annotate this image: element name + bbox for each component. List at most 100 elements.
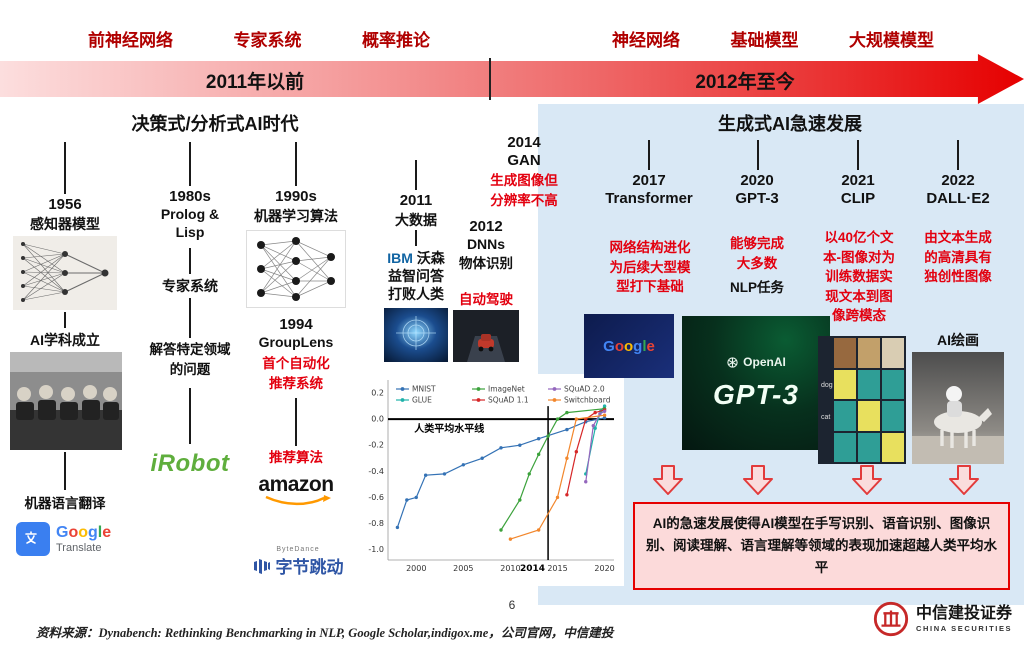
connector-line	[295, 398, 297, 446]
clip-row-label-dog: dog	[821, 382, 833, 389]
svg-text:SQuAD 2.0: SQuAD 2.0	[564, 385, 605, 394]
svg-text:Switchboard: Switchboard	[564, 396, 611, 405]
svg-text:GLUE: GLUE	[412, 396, 432, 405]
bytedance-logo: ByteDance 字节跳动	[238, 546, 358, 578]
gpt3-image: OpenAI GPT-3	[682, 316, 830, 450]
category-foundation: 基础模型	[730, 31, 799, 50]
page-number: 6	[508, 598, 516, 612]
grouplens-desc: 首个自动化推荐系统	[262, 356, 330, 391]
svg-text:0.0: 0.0	[371, 415, 384, 424]
era-right-label: 2012年至今	[695, 72, 795, 93]
down-arrow-icon	[949, 465, 979, 495]
era-left-label: 2011年以前	[205, 72, 305, 93]
gpt3-desc-red: 能够完成大多数	[730, 236, 784, 271]
svg-text:SQuAD 1.1: SQuAD 1.1	[488, 396, 529, 405]
google-translate-product-text: Translate	[56, 541, 102, 554]
google-logo-text: Google	[603, 337, 655, 355]
milestone-year-2020: 2020	[740, 172, 774, 189]
self-driving-car-image	[453, 310, 519, 362]
dartmouth-photo	[10, 352, 122, 450]
svg-text:-1.0: -1.0	[368, 545, 384, 554]
clip-grid-cells	[834, 338, 904, 462]
amazon-smile-icon	[265, 495, 331, 506]
ibm-watson-line: IBM 沃森	[376, 248, 456, 268]
svg-text:MNIST: MNIST	[412, 385, 436, 394]
connector-line	[189, 248, 191, 274]
milestone-big-data: 大数据	[395, 212, 437, 228]
connector-line	[648, 140, 650, 170]
perceptron-image	[13, 236, 117, 310]
watson-beat-humans-text: 打败人类	[388, 286, 444, 302]
gpt3-desc-nlp: NLP任务	[730, 280, 784, 295]
svg-text:-0.8: -0.8	[368, 519, 384, 528]
bytedance-en-text: ByteDance	[276, 546, 320, 553]
summary-box: AI的急速发展使得AI模型在手写识别、语音识别、图像识别、阅读理解、语言理解等领…	[633, 502, 1010, 590]
milestone-name-perceptron: 感知器模型	[30, 216, 100, 232]
milestone-year-2017: 2017	[632, 172, 666, 189]
milestone-year-2022: 2022	[941, 172, 975, 189]
watson-text: 沃森	[416, 250, 445, 266]
google-translate-logo: Google Translate	[16, 522, 128, 556]
down-arrow-icon	[653, 465, 683, 495]
milestone-year-1956: 1956	[48, 196, 82, 213]
svg-text:ImageNet: ImageNet	[488, 385, 525, 394]
connector-line	[295, 142, 297, 186]
left-category-row: 前神经网络 专家系统 概率推论	[88, 26, 430, 51]
milestone-year-1990s: 1990s	[275, 188, 317, 205]
watson-quiz-text: 益智问答	[388, 268, 444, 284]
milestone-year-2012: 2012	[469, 218, 503, 235]
milestone-gpt3: GPT-3	[735, 190, 779, 207]
recommendation-label: 推荐算法	[269, 450, 323, 465]
milestone-grouplens: GroupLens	[258, 334, 334, 350]
milestone-year-1994: 1994	[279, 316, 313, 333]
timeline-arrow-banner: 2011年以前 2012年至今	[0, 54, 1024, 104]
svg-text:2000: 2000	[406, 564, 426, 573]
milestone-dalle2: DALL·E2	[926, 190, 990, 207]
category-large-scale: 大规模模型	[849, 31, 934, 50]
milestone-year-1980s: 1980s	[169, 188, 211, 205]
down-arrow-icon	[743, 465, 773, 495]
expert-system-label: 专家系统	[162, 278, 218, 294]
milestone-ai-discipline: AI学科成立	[30, 332, 100, 348]
connector-line	[189, 388, 191, 444]
csc-name-en: CHINA SECURITIES	[916, 623, 1013, 633]
openai-icon	[727, 356, 738, 368]
svg-text:0.2: 0.2	[371, 389, 384, 398]
dalle2-astronaut-image	[912, 352, 1004, 464]
connector-line	[64, 312, 66, 328]
google-translate-icon	[16, 522, 50, 556]
down-arrow-icon	[852, 465, 882, 495]
category-probabilistic: 概率推论	[362, 31, 430, 50]
clip-row-label-cat: cat	[821, 414, 831, 421]
svg-text:-0.4: -0.4	[368, 467, 384, 476]
csc-emblem-icon	[873, 601, 909, 637]
right-section-title: 生成式AI急速发展	[718, 114, 862, 134]
clip-matrix-image: dog cat	[818, 336, 906, 464]
milestone-gan: GAN	[507, 152, 541, 169]
category-pre-neural: 前神经网络	[88, 31, 173, 50]
clip-desc: 以40亿个文本-图像对为训练数据实现文本到图像跨模态	[823, 230, 895, 324]
object-recognition-label: 物体识别	[459, 256, 513, 271]
svg-text:2020: 2020	[594, 564, 614, 573]
connector-line	[415, 160, 417, 190]
milestone-ml-algorithms: 机器学习算法	[254, 208, 338, 224]
svg-text:2014: 2014	[520, 564, 545, 574]
category-neural: 神经网络	[612, 31, 680, 50]
expert-system-desc: 解答特定领域的问题	[149, 342, 231, 377]
connector-line	[857, 140, 859, 170]
google-brand-text: Google	[56, 524, 112, 542]
svg-text:2005: 2005	[453, 564, 473, 573]
connector-line	[957, 140, 959, 170]
clip-row-labels: dog cat	[820, 338, 834, 462]
neural-network-image	[246, 230, 346, 308]
bytedance-icon	[253, 558, 270, 574]
svg-text:-0.6: -0.6	[368, 493, 384, 502]
google-image: Google	[584, 314, 674, 378]
milestone-machine-translation: 机器语言翻译	[24, 496, 106, 511]
gan-desc: 生成图像但分辨率不高	[490, 173, 558, 208]
milestone-clip: CLIP	[840, 190, 876, 207]
connector-line	[189, 142, 191, 186]
milestone-year-2011: 2011	[399, 192, 433, 209]
left-section-title: 决策式/分析式AI时代	[131, 114, 299, 134]
